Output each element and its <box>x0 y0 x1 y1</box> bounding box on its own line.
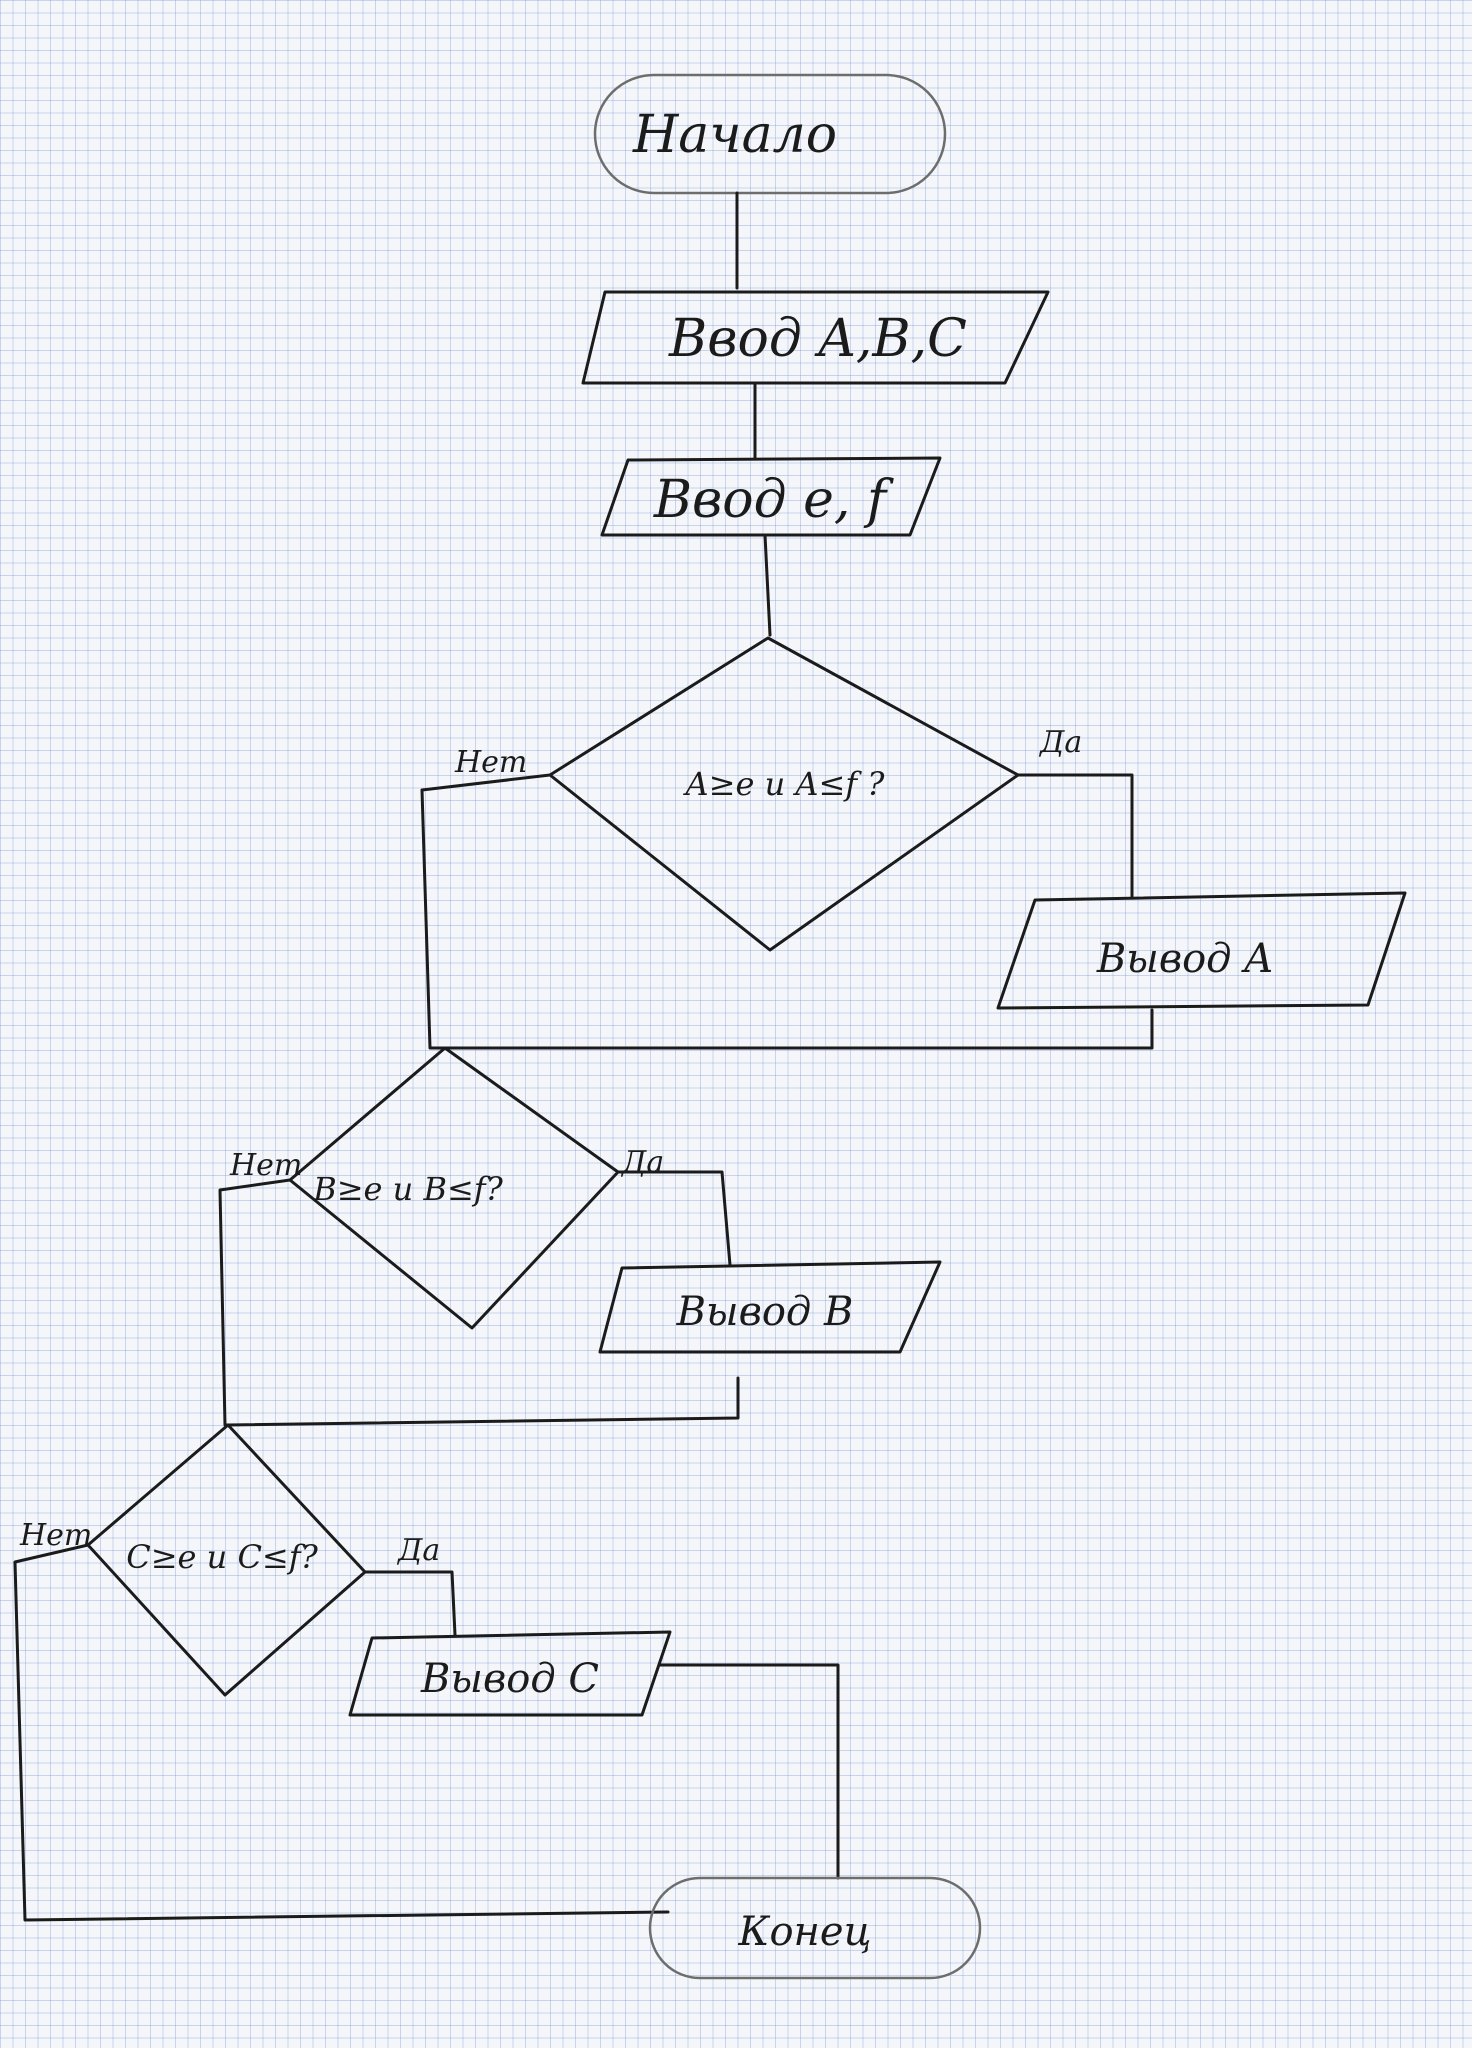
edge-decision-b-yes <box>616 1170 732 1267</box>
edge-decision-a-yes <box>1016 773 1134 900</box>
output-c-block: Вывод C <box>348 1630 672 1717</box>
output-b-block: Вывод B <box>598 1260 942 1354</box>
edge-decision-b-no <box>218 1178 292 1427</box>
decision-c-yes-label: Да <box>396 1533 440 1568</box>
edge-input-ef-cond-a <box>763 533 772 637</box>
output-a-label: Вывод A <box>1096 936 1273 982</box>
decision-c: C≥e и C≤f? <box>86 1423 367 1697</box>
edge-decision-a-no <box>420 773 552 1050</box>
input-abc-label: Ввод A,B,C <box>668 309 967 369</box>
end-label: Конец <box>738 1909 872 1955</box>
decision-c-label: C≥e и C≤f? <box>126 1538 318 1576</box>
output-c-label: Вывод C <box>420 1656 599 1702</box>
edge-output-a-merge <box>443 1008 1154 1050</box>
start-terminal: Начало <box>593 73 947 195</box>
decision-b-label: B≥e и B≤f? <box>312 1170 503 1208</box>
decision-b-no-label: Нет <box>229 1148 302 1183</box>
edge-output-c-end <box>658 1663 840 1880</box>
decision-a-no-label: Нет <box>454 745 527 780</box>
input-ef-label: Ввод e, f <box>653 470 894 530</box>
decision-a-yes-label: Да <box>1038 725 1082 760</box>
edge-decision-c-no <box>13 1543 670 1922</box>
edge-decision-c-yes <box>363 1570 457 1637</box>
decision-a-label: A≥e и A≤f ? <box>683 765 886 803</box>
decision-b-yes-label: Да <box>620 1145 664 1180</box>
input-ef-block: Ввод e, f <box>600 456 942 537</box>
output-b-label: Вывод B <box>676 1289 854 1335</box>
edge-output-b-merge <box>226 1376 740 1427</box>
output-a-block: Вывод A <box>996 891 1407 1010</box>
decision-a: A≥e и A≤f ? <box>548 636 1020 952</box>
decision-b: B≥e и B≤f? <box>288 1046 620 1330</box>
start-label: Начало <box>632 105 837 165</box>
input-abc-block: Ввод A,B,C <box>581 290 1050 385</box>
end-terminal: Конец <box>648 1876 982 1980</box>
